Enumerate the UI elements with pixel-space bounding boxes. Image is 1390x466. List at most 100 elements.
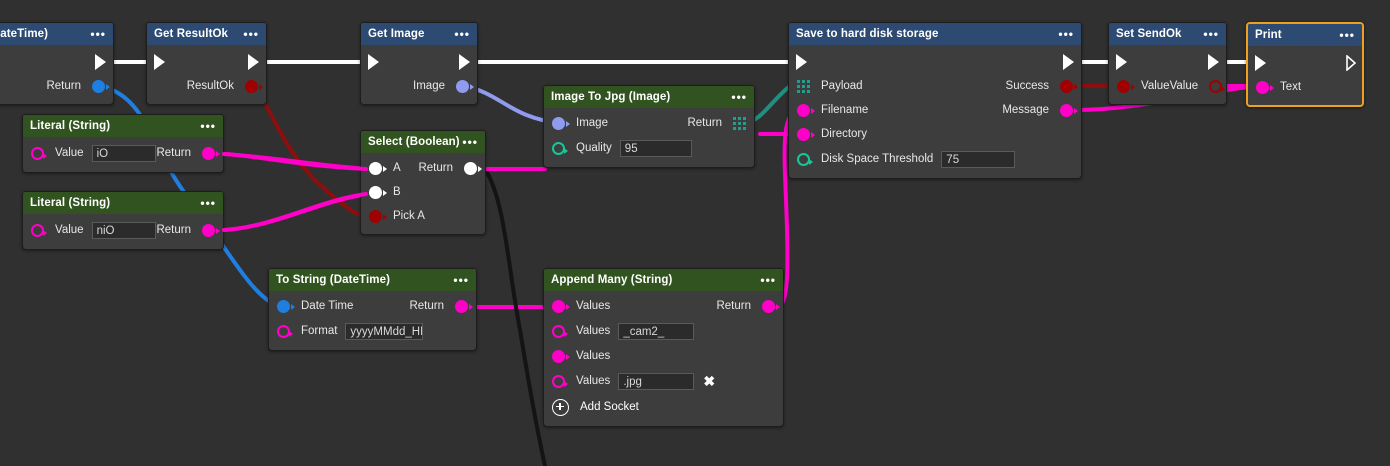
socket-image[interactable]	[456, 79, 474, 93]
socket-string[interactable]	[277, 324, 293, 338]
node-get-image[interactable]: Get Image ••• Image	[360, 22, 478, 105]
exec-out-icon[interactable]	[1063, 54, 1074, 70]
node-print[interactable]: Print ••• Text	[1246, 22, 1364, 107]
socket-label: Value	[55, 147, 84, 159]
socket-datetime[interactable]	[277, 299, 295, 313]
socket-string[interactable]	[455, 299, 473, 313]
node-menu-icon[interactable]: •••	[454, 27, 470, 41]
quality-input[interactable]: 95	[619, 139, 692, 157]
node-header[interactable]: Now (DateTime) •••	[0, 23, 113, 45]
node-header[interactable]: Literal (String) •••	[23, 192, 223, 214]
socket-bool-red[interactable]	[1117, 79, 1135, 93]
node-title: Print	[1255, 29, 1282, 41]
node-save-to-hard-disk-storage[interactable]: Save to hard disk storage ••• Payload Su…	[788, 22, 1082, 179]
socket-label: Return	[418, 162, 453, 174]
node-header[interactable]: Literal (String) •••	[23, 115, 223, 137]
values-input[interactable]: .jpg	[618, 372, 695, 390]
socket-array[interactable]	[733, 116, 746, 130]
exec-out-icon[interactable]	[459, 54, 470, 70]
node-select-boolean[interactable]: Select (Boolean) ••• A Return B Pick A	[360, 130, 486, 235]
exec-in-icon[interactable]	[796, 54, 807, 70]
node-header[interactable]: Print •••	[1248, 24, 1362, 46]
node-menu-icon[interactable]: •••	[1058, 27, 1074, 41]
exec-in-icon[interactable]	[1116, 54, 1127, 70]
exec-out-icon[interactable]	[95, 54, 106, 70]
node-header[interactable]: Get ResultOk •••	[147, 23, 266, 45]
node-header[interactable]: To String (DateTime) •••	[269, 269, 476, 291]
socket-array[interactable]	[797, 79, 810, 93]
exec-in-icon[interactable]	[1255, 55, 1266, 71]
node-set-sendok[interactable]: Set SendOk ••• Value Value	[1108, 22, 1227, 105]
node-body: Value niO Return	[23, 214, 223, 249]
io-row: Text	[1248, 75, 1362, 99]
exec-out-icon[interactable]	[1346, 55, 1357, 71]
socket-number[interactable]	[797, 152, 813, 166]
literal-value-input[interactable]: niO	[91, 221, 157, 239]
socket-bool[interactable]	[464, 161, 482, 175]
exec-row	[1109, 48, 1226, 74]
node-header[interactable]: Select (Boolean) •••	[361, 131, 485, 153]
socket-string[interactable]	[762, 299, 780, 313]
socket-bool-red[interactable]	[1060, 79, 1078, 93]
node-title: Now (DateTime)	[0, 28, 49, 40]
socket-string[interactable]	[1256, 80, 1274, 94]
node-get-resultok[interactable]: Get ResultOk ••• ResultOk	[146, 22, 267, 105]
socket-image[interactable]	[552, 116, 570, 130]
node-menu-icon[interactable]: •••	[90, 27, 106, 41]
node-to-string-datetime[interactable]: To String (DateTime) ••• Date Time Retur…	[268, 268, 477, 351]
socket-string[interactable]	[202, 223, 220, 237]
exec-in-icon[interactable]	[154, 54, 165, 70]
socket-datetime[interactable]	[92, 79, 110, 93]
node-append-many-string[interactable]: Append Many (String) ••• Values Return V…	[543, 268, 784, 427]
node-header[interactable]: Image To Jpg (Image) •••	[544, 86, 754, 108]
socket-string[interactable]	[552, 324, 568, 338]
node-header[interactable]: Set SendOk •••	[1109, 23, 1226, 45]
socket-string[interactable]	[552, 374, 568, 388]
node-menu-icon[interactable]: •••	[200, 119, 216, 133]
node-menu-icon[interactable]: •••	[731, 90, 747, 104]
node-header[interactable]: Save to hard disk storage •••	[789, 23, 1081, 45]
socket-string[interactable]	[552, 349, 570, 363]
socket-label: Directory	[821, 128, 868, 140]
socket-string[interactable]	[797, 103, 815, 117]
socket-bool-red[interactable]	[369, 209, 387, 223]
remove-socket-icon[interactable]: ✖	[703, 373, 716, 389]
node-literal-string-2[interactable]: Literal (String) ••• Value niO Return	[22, 191, 224, 250]
node-menu-icon[interactable]: •••	[200, 196, 216, 210]
socket-bool-red[interactable]	[1209, 79, 1226, 93]
node-header[interactable]: Append Many (String) •••	[544, 269, 783, 291]
node-title: Set SendOk	[1116, 28, 1182, 40]
io-row: Values	[544, 344, 783, 368]
io-row: Image Return	[544, 111, 754, 135]
socket-bool-red[interactable]	[245, 79, 263, 93]
node-menu-icon[interactable]: •••	[243, 27, 259, 41]
socket-string[interactable]	[797, 127, 815, 141]
socket-string[interactable]	[31, 146, 47, 160]
socket-string[interactable]	[552, 299, 570, 313]
socket-string[interactable]	[31, 223, 47, 237]
disk-space-threshold-input[interactable]: 75	[941, 150, 1016, 168]
node-menu-icon[interactable]: •••	[453, 273, 469, 287]
node-menu-icon[interactable]: •••	[462, 135, 478, 149]
socket-number[interactable]	[552, 141, 568, 155]
exec-out-icon[interactable]	[1208, 54, 1219, 70]
node-image-to-jpg[interactable]: Image To Jpg (Image) ••• Image Return Qu…	[543, 85, 755, 168]
values-input[interactable]: _cam2_	[618, 322, 695, 340]
io-row: Values _cam2_	[544, 318, 783, 344]
socket-string[interactable]	[1060, 103, 1078, 117]
exec-in-icon[interactable]	[368, 54, 379, 70]
literal-value-input[interactable]: iO	[91, 144, 157, 162]
exec-out-icon[interactable]	[248, 54, 259, 70]
socket-bool[interactable]	[369, 161, 387, 175]
node-menu-icon[interactable]: •••	[760, 273, 776, 287]
add-socket-button[interactable]: Add Socket	[544, 394, 783, 420]
node-literal-string-1[interactable]: Literal (String) ••• Value iO Return	[22, 114, 224, 173]
node-now-datetime[interactable]: Now (DateTime) ••• Return	[0, 22, 114, 105]
socket-bool[interactable]	[369, 185, 387, 199]
socket-string[interactable]	[202, 146, 220, 160]
node-header[interactable]: Get Image •••	[361, 23, 477, 45]
format-input[interactable]: yyyyMMdd_HH	[345, 322, 424, 340]
node-menu-icon[interactable]: •••	[1203, 27, 1219, 41]
node-menu-icon[interactable]: •••	[1339, 28, 1355, 42]
